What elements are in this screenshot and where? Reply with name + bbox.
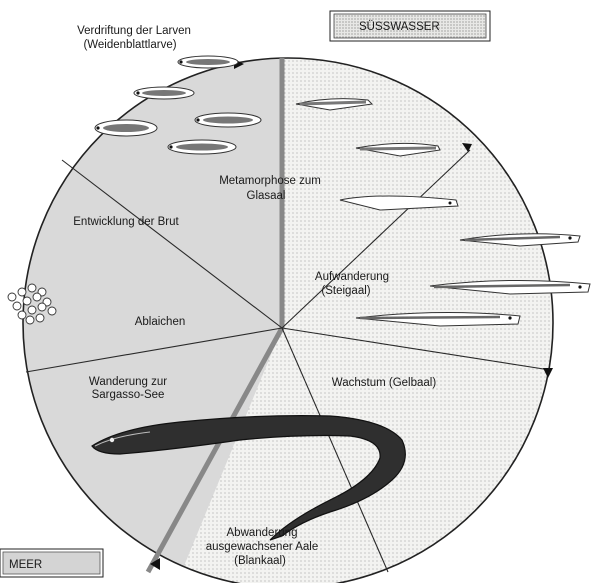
label-downstream: Abwanderung — [227, 527, 298, 539]
label-metamorphosis: Metamorphose zum — [219, 175, 321, 187]
larva-icon — [168, 140, 236, 154]
label-downstream-sub: ausgewachsener Aale — [206, 541, 319, 553]
label-upstream-sub: (Steigaal) — [321, 285, 370, 297]
label-downstream-sub2: (Blankaal) — [234, 555, 286, 567]
legend-freshwater-label: SÜSSWASSER — [359, 21, 440, 33]
label-spawning: Ablaichen — [135, 316, 186, 328]
larva-icon — [95, 120, 157, 136]
label-metamorphosis-sub: Glasaal — [247, 190, 286, 202]
larva-icon — [134, 87, 194, 99]
legend-freshwater: SÜSSWASSER — [330, 11, 490, 41]
label-brood-development: Entwicklung der Brut — [73, 216, 179, 228]
legend-sea: MEER — [0, 549, 103, 577]
legend-sea-label: MEER — [9, 559, 42, 571]
label-larvae-drift: Verdriftung der Larven — [77, 25, 191, 37]
larva-icon — [178, 56, 238, 68]
label-upstream: Aufwanderung — [315, 271, 389, 283]
label-migration: Wanderung zur — [89, 376, 167, 388]
label-growth: Wachstum (Gelbaal) — [332, 377, 437, 389]
label-migration-sub: Sargasso-See — [92, 389, 165, 401]
larva-icon — [195, 113, 261, 127]
label-larvae-drift-sub: (Weidenblattlarve) — [83, 39, 176, 51]
